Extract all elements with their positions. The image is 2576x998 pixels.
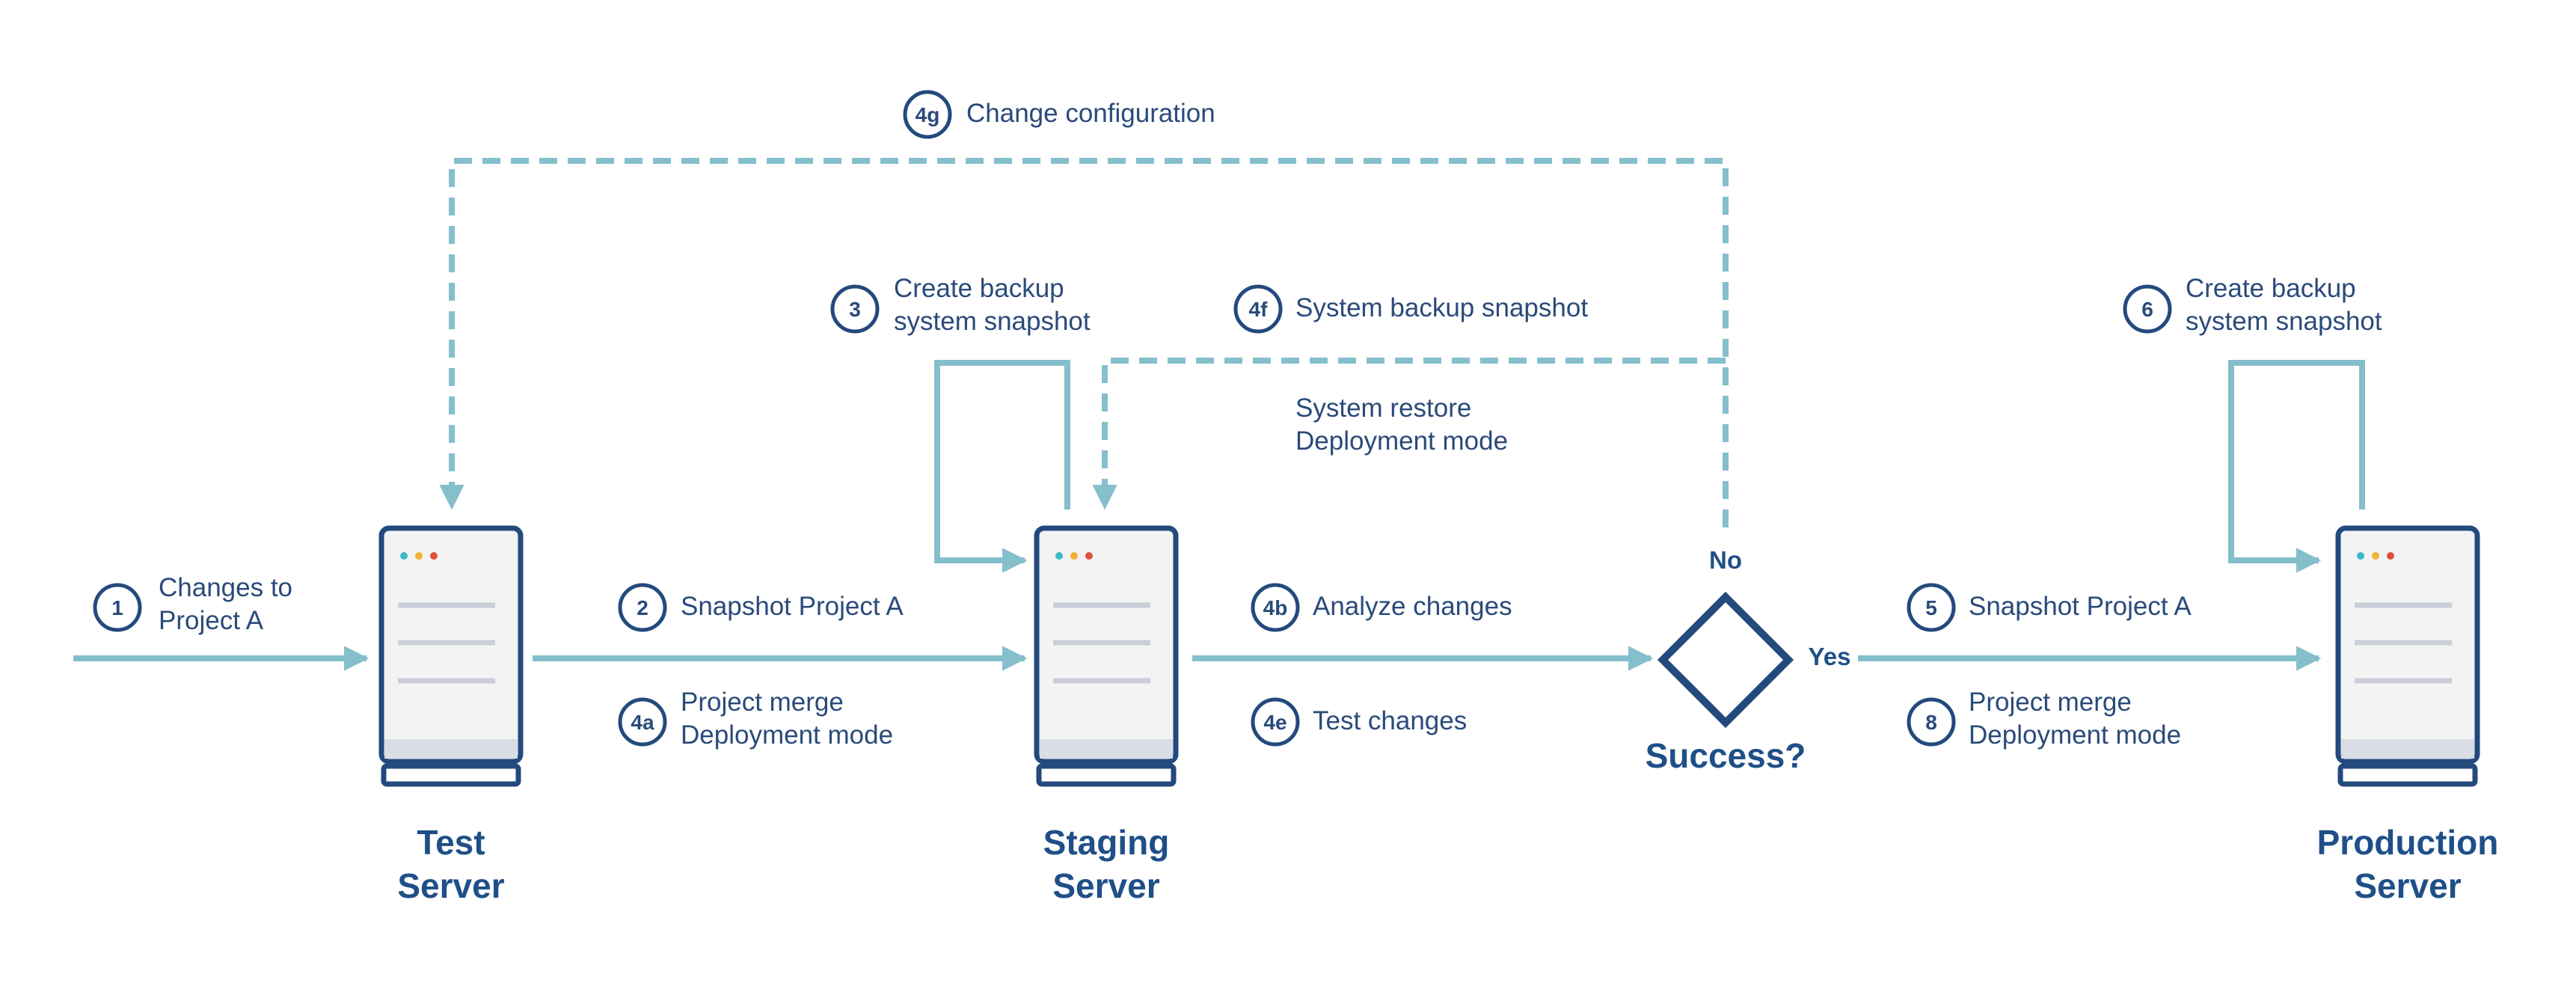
step-number: 4f: [1249, 298, 1269, 321]
step-label: Deployment mode: [1295, 426, 1508, 456]
step-badge: [2123, 284, 2172, 334]
server-title: Server: [1052, 866, 1159, 905]
step-badge: [1907, 583, 1956, 632]
decision-no-label: No: [1709, 546, 1742, 574]
step-number: 4e: [1263, 711, 1287, 734]
server-stand: [2337, 763, 2478, 787]
server-title: Test: [417, 823, 485, 862]
step-label: Snapshot Project A: [1969, 592, 2192, 621]
step-number: 1: [111, 596, 123, 619]
step-badges: [93, 90, 2172, 747]
server-base-band: [1040, 739, 1173, 759]
loop-staging-backup: [934, 360, 1070, 573]
window-dot-teal: [400, 552, 408, 560]
flow-connectors: [73, 360, 2365, 671]
step-number: 4b: [1263, 596, 1288, 619]
server-title: Server: [397, 866, 504, 905]
step-label: System backup snapshot: [1295, 293, 1588, 322]
server-title: Staging: [1043, 823, 1170, 862]
decision-diamond: [1657, 591, 1794, 729]
step-badge-numbers: 1 2 4a 3 4b 4e 4f 4g 5 8 6: [111, 103, 2153, 734]
step-badge: [618, 583, 667, 632]
step-badge: [1251, 697, 1300, 747]
server-base-band: [384, 739, 518, 759]
step-label: Create backup: [2186, 274, 2356, 303]
step-number: 6: [2141, 298, 2153, 321]
step-label: system snapshot: [2186, 307, 2382, 336]
step-badge: [1907, 697, 1956, 747]
window-dot-yellow: [1070, 552, 1078, 560]
step-number: 4a: [631, 711, 654, 734]
staging-server: [1034, 525, 1179, 787]
step-badge: [1251, 583, 1300, 632]
server-stand: [381, 763, 521, 787]
arrow-no-to-staging-restore: [1092, 358, 1726, 510]
production-server: [2335, 525, 2480, 787]
step-label: Analyze changes: [1313, 592, 1512, 621]
step-label: system snapshot: [894, 307, 1091, 336]
step-badge: [1233, 284, 1283, 334]
step-label: Project A: [159, 606, 264, 635]
step-label: Changes to: [159, 573, 292, 602]
step-label: Project merge: [681, 688, 844, 717]
step-labels: Changes to Project A Snapshot Project A …: [159, 99, 2382, 750]
loop-production-backup: [2228, 360, 2365, 573]
decision-yes-label: Yes: [1809, 643, 1851, 670]
step-label: Snapshot Project A: [681, 592, 904, 621]
server-titles: Test Server Staging Server Production Se…: [397, 823, 2498, 905]
window-dot-red: [1085, 552, 1093, 560]
step-label: Change configuration: [966, 99, 1215, 128]
step-label: Deployment mode: [1969, 720, 2181, 750]
step-number: 2: [637, 596, 648, 619]
step-label: Project merge: [1969, 688, 2132, 717]
step-number: 5: [1925, 596, 1937, 619]
arrow-no-to-test-config: [439, 158, 1729, 527]
test-server: [378, 525, 524, 787]
step-label: Create backup: [894, 274, 1064, 303]
step-badge: [830, 284, 880, 334]
step-label: System restore: [1295, 394, 1471, 423]
server-title: Server: [2354, 866, 2461, 905]
window-dot-yellow: [2372, 552, 2379, 560]
server-title: Production: [2317, 823, 2499, 862]
step-number: 4g: [916, 103, 940, 126]
decision-title: Success?: [1646, 736, 1806, 775]
step-label: Test changes: [1313, 706, 1467, 735]
step-number: 8: [1925, 711, 1937, 734]
step-badge: [903, 90, 952, 139]
step-badge: [618, 697, 667, 747]
window-dot-red: [430, 552, 438, 560]
step-label: Deployment mode: [681, 720, 893, 750]
window-dot-teal: [2357, 552, 2364, 560]
decision-node: Success? No Yes: [1646, 546, 1851, 775]
window-dot-teal: [1055, 552, 1063, 560]
step-number: 3: [849, 298, 861, 321]
fail-connectors: [439, 158, 1729, 527]
window-dot-yellow: [415, 552, 423, 560]
server-base-band: [2341, 739, 2474, 759]
server-stand: [1036, 763, 1177, 787]
step-badge: [93, 583, 142, 632]
window-dot-red: [2387, 552, 2394, 560]
